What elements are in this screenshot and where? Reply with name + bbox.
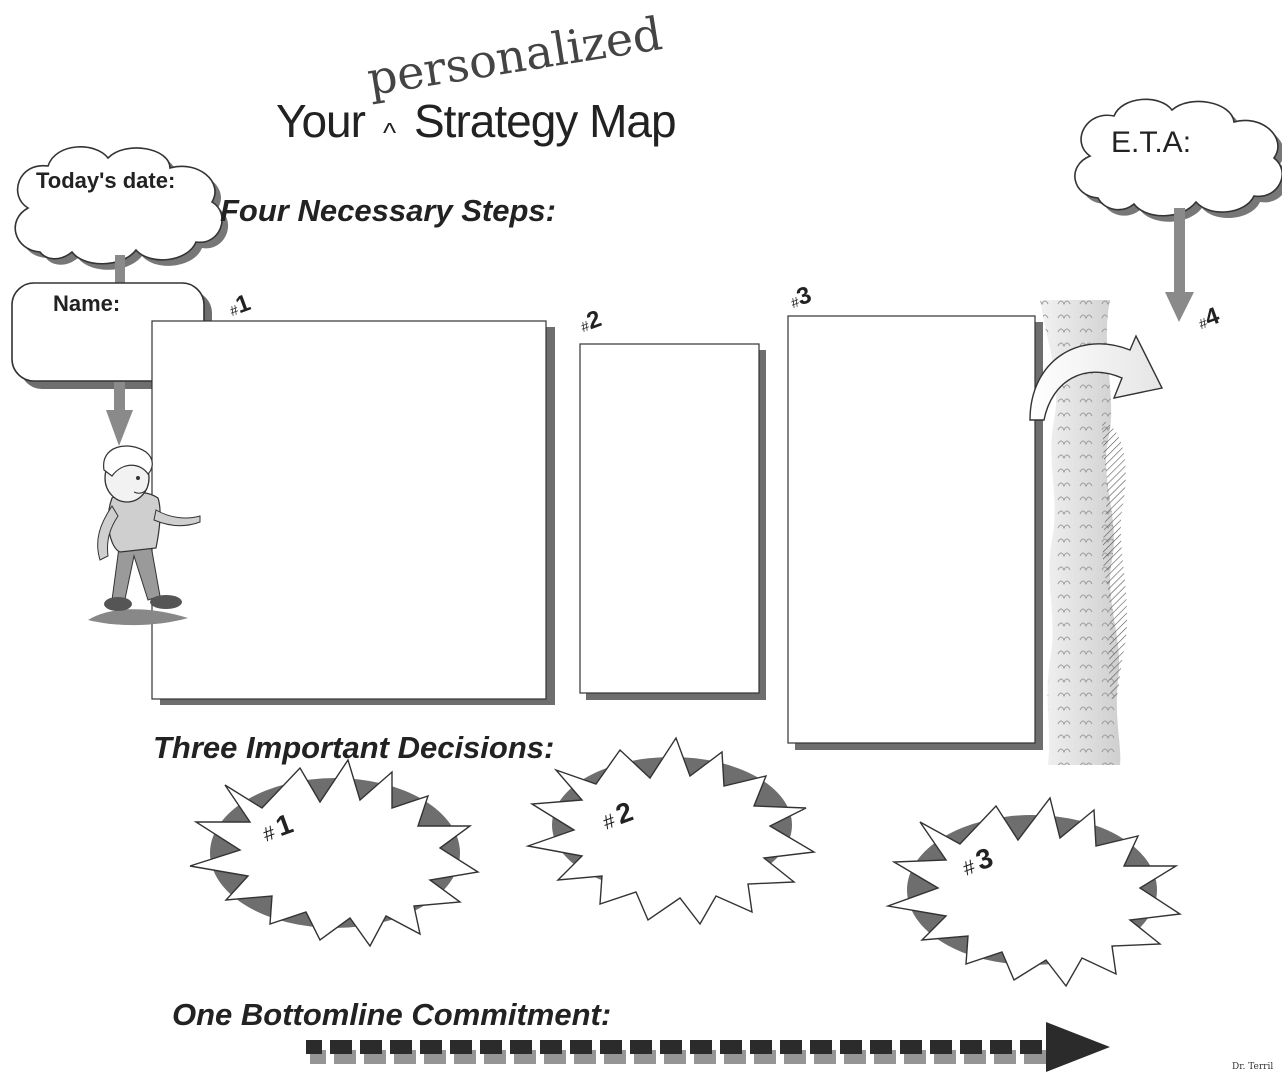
commitment-arrow [306,1022,1110,1072]
step-1-box [151,320,555,705]
title-strategy-map: Strategy Map [414,95,677,147]
three-decisions-heading: Three Important Decisions: [153,730,555,765]
decision-2-burst [525,736,817,926]
name-label: Name: [53,291,121,316]
title-your: Your [276,95,366,147]
date-connector [115,255,125,285]
river-curved-arrow [1029,334,1164,421]
four-steps-heading: Four Necessary Steps: [220,193,556,228]
walking-man-illustration [88,445,201,626]
eta-down-arrow [1165,208,1194,322]
todays-date-label: Today's date: [36,168,176,193]
eta-label: E.T.A: [1111,126,1192,159]
decision-1-burst [189,758,480,948]
title-caret: ^ [383,117,397,148]
decision-3-burst [885,796,1182,988]
step-3-box [787,315,1043,750]
step-2-box [579,343,766,700]
one-commitment-heading: One Bottomline Commitment: [172,997,612,1032]
todays-date-cloud [14,146,229,270]
eta-cloud [1074,98,1282,222]
river [1040,300,1128,765]
author-credit: Dr. Terril [1232,1062,1274,1072]
name-down-arrow [106,382,133,446]
